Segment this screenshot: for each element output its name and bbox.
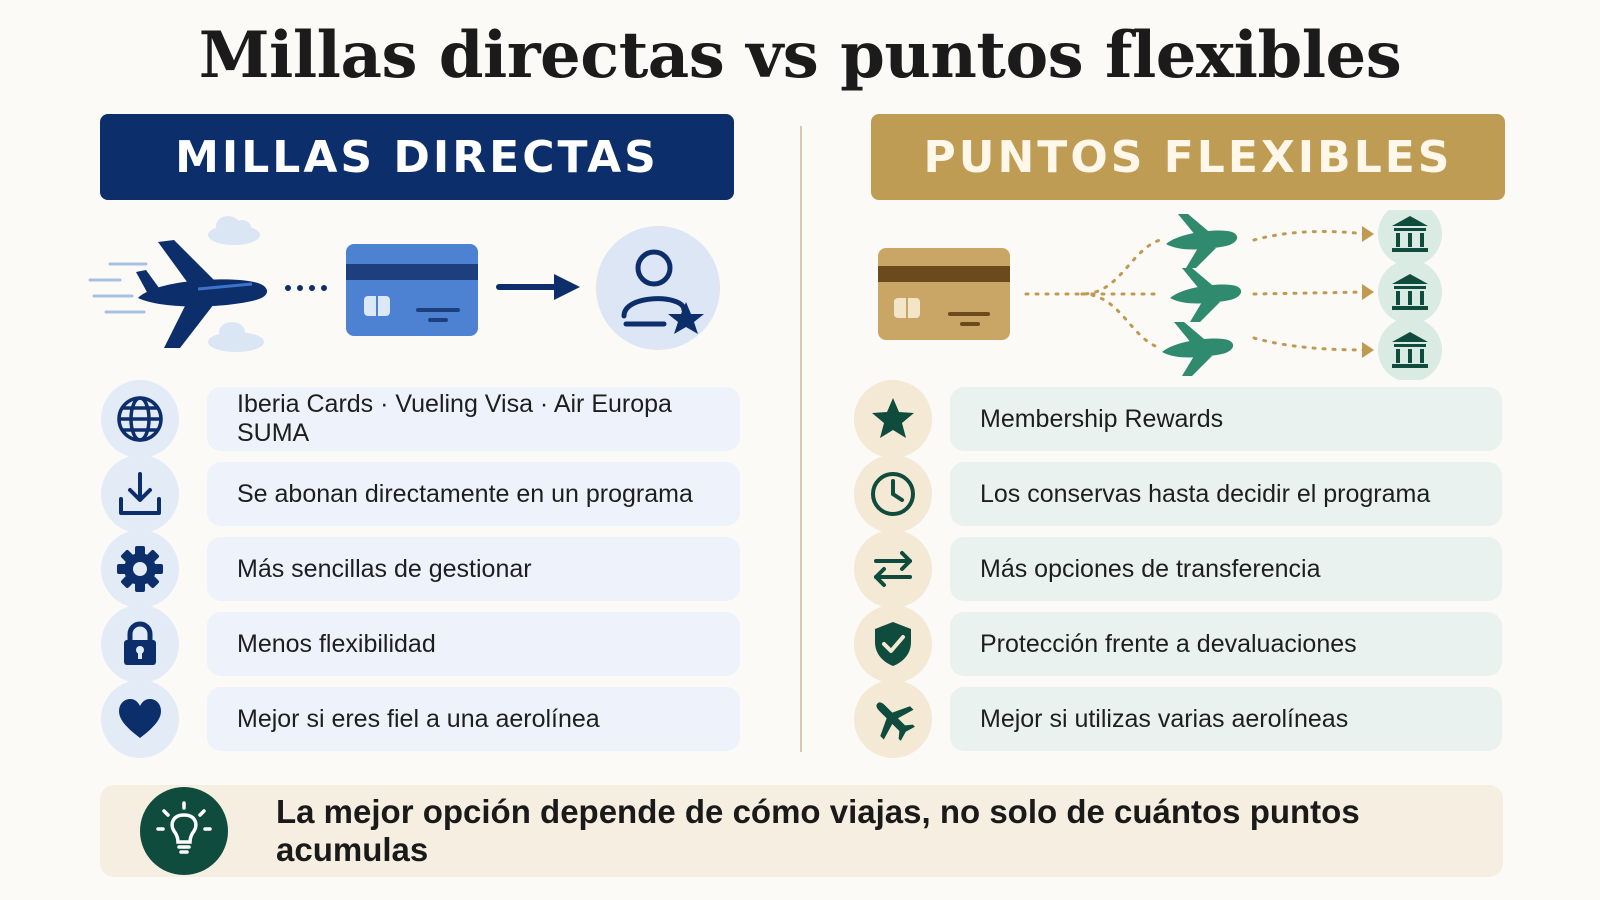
lightbulb-icon [140, 787, 228, 875]
right-item-3: Más opciones de transferencia [950, 537, 1502, 601]
puntos-flexibles-illustration [870, 202, 1490, 382]
clock-icon [854, 455, 932, 533]
user-star-icon [596, 226, 720, 350]
shield-check-icon [854, 605, 932, 683]
gold-credit-card-icon [878, 248, 1010, 340]
center-divider [800, 126, 802, 752]
bank-icon [1378, 260, 1442, 324]
right-item-5: Mejor si utilizas varias aerolíneas [950, 687, 1502, 751]
airplane-icon [1162, 322, 1234, 376]
left-item-2: Se abonan directamente en un programa [207, 462, 740, 526]
left-item-4: Menos flexibilidad [207, 612, 740, 676]
credit-card-icon [346, 244, 478, 336]
left-item-5: Mejor si eres fiel a una aerolínea [207, 687, 740, 751]
dotted-connector [285, 285, 327, 291]
cloud-icon [208, 216, 264, 352]
heart-icon [101, 680, 179, 758]
arrow-right-icon [496, 274, 580, 300]
star-icon [854, 380, 932, 458]
puntos-flexibles-banner: PUNTOS FLEXIBLES [871, 114, 1505, 200]
gear-icon [101, 530, 179, 608]
footer-message: La mejor opción depende de cómo viajas, … [276, 793, 1360, 868]
dotted-branch-lines [1024, 230, 1368, 352]
globe-icon [101, 380, 179, 458]
bank-icon [1378, 202, 1442, 266]
right-item-4: Protección frente a devaluaciones [950, 612, 1502, 676]
right-item-2: Los conservas hasta decidir el programa [950, 462, 1502, 526]
page-title: Millas directas vs puntos flexibles [198, 18, 1402, 93]
left-item-3: Más sencillas de gestionar [207, 537, 740, 601]
download-icon [101, 455, 179, 533]
transfer-arrows-icon [854, 530, 932, 608]
airplane-icon [1166, 214, 1238, 268]
bank-icon [1378, 318, 1442, 382]
airplane-icon [136, 240, 268, 348]
millas-directas-banner: MILLAS DIRECTAS [100, 114, 734, 200]
airplane-icon [1170, 268, 1242, 322]
speed-lines-icon [88, 262, 148, 314]
right-item-1: Membership Rewards [950, 387, 1502, 451]
airplane-icon [854, 680, 932, 758]
footer-banner: La mejor opción depende de cómo viajas, … [100, 785, 1503, 877]
lock-icon [101, 605, 179, 683]
millas-directas-illustration [86, 210, 746, 380]
left-item-1: Iberia Cards · Vueling Visa · Air Europa… [207, 387, 740, 451]
